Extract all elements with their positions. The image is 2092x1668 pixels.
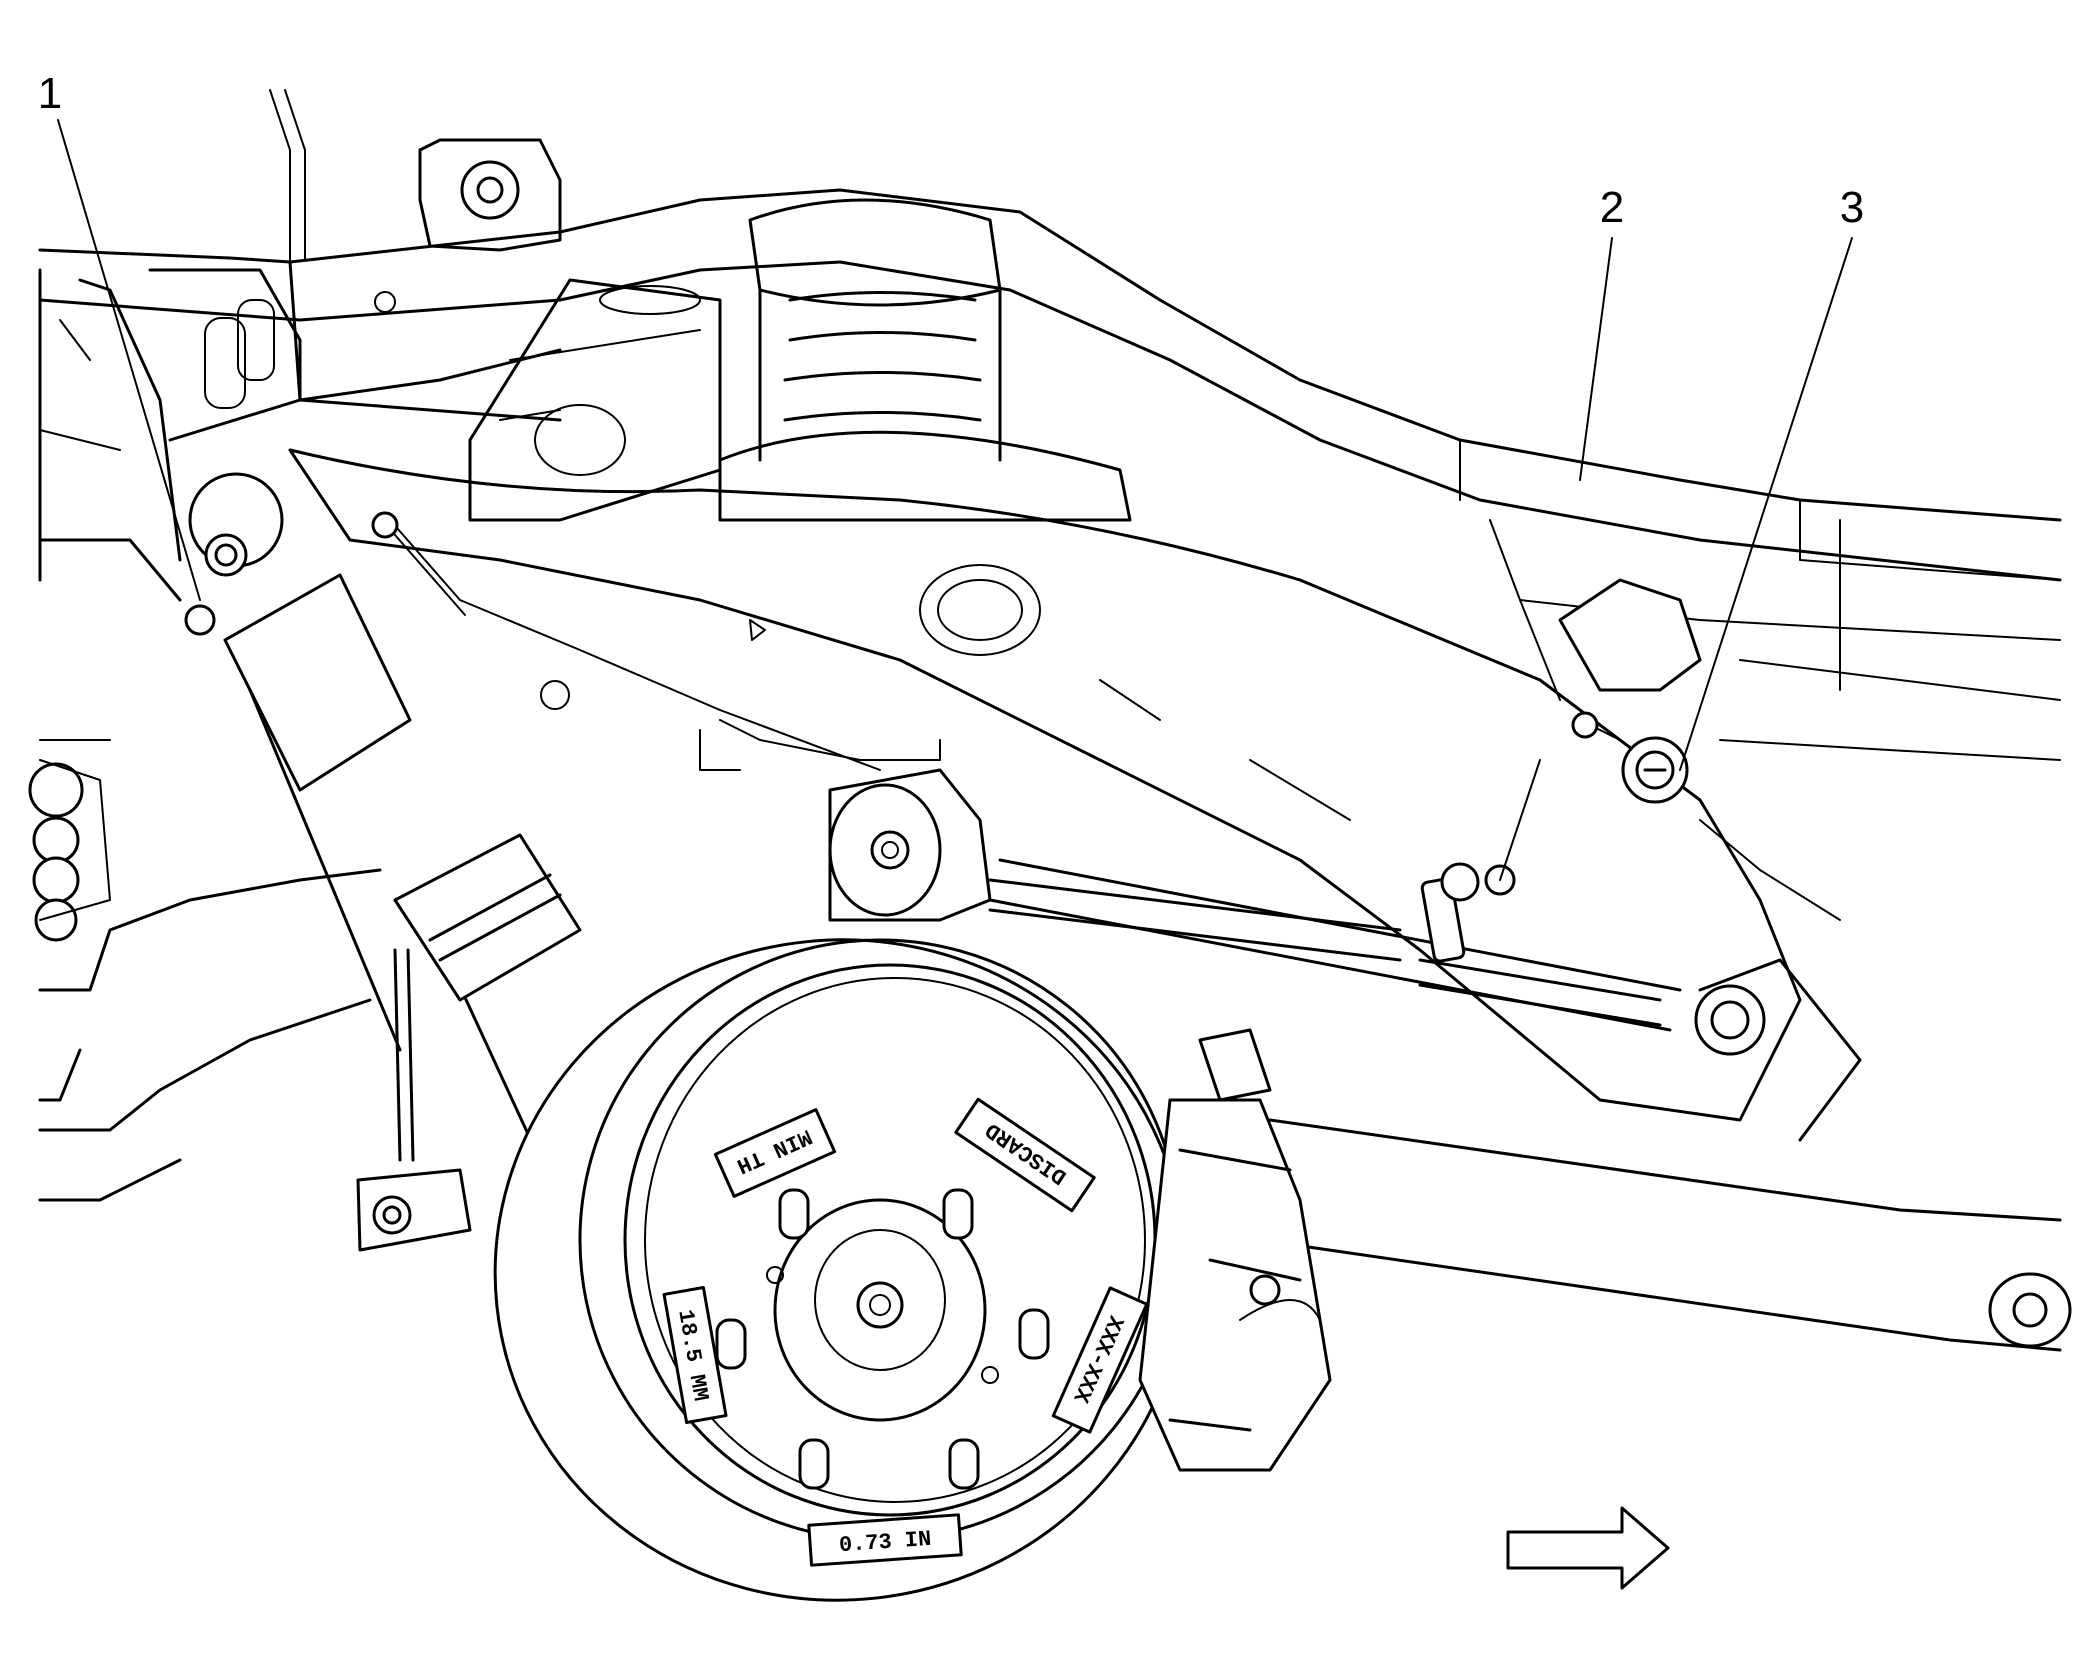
brake-rotor: MIN TH DISCARD XXX-XXX 18.5 MM 0.73 IN — [493, 938, 1187, 1602]
svg-text:2: 2 — [1600, 183, 1624, 232]
lower-arm-bushing-right — [1694, 958, 1862, 1142]
lateral-link — [988, 858, 1682, 1032]
coil-spring — [718, 198, 1132, 522]
brake-caliper — [1138, 1028, 1332, 1472]
upper-crossmember — [148, 260, 562, 442]
wheel-studs — [715, 1188, 1050, 1490]
svg-text:3: 3 — [1840, 183, 1864, 232]
svg-text:1: 1 — [38, 69, 62, 118]
stabilizer-link — [356, 948, 472, 1252]
brake-hose — [371, 511, 941, 771]
shock-upper-mount — [269, 89, 562, 261]
rotor-stamp-thickness-in: 0.73 IN — [807, 1513, 963, 1567]
lower-control-arm — [1258, 1118, 2072, 1352]
rotor-stamp-thickness-mm: 18.5 MM — [662, 1286, 728, 1424]
wheel-speed-sensor — [1489, 519, 1841, 921]
right-arrow-icon — [1506, 1506, 1670, 1590]
callout-2: 2 — [1579, 183, 1624, 481]
axle-hub-knuckle — [828, 768, 1402, 962]
frame-crossmember-left — [28, 268, 382, 1202]
spring-seat-bracket — [468, 278, 722, 522]
trailing-arm — [288, 448, 1802, 1122]
callout-3: 3 — [1679, 183, 1864, 771]
callout-1: 1 — [38, 69, 216, 636]
shock-absorber — [188, 472, 582, 1162]
